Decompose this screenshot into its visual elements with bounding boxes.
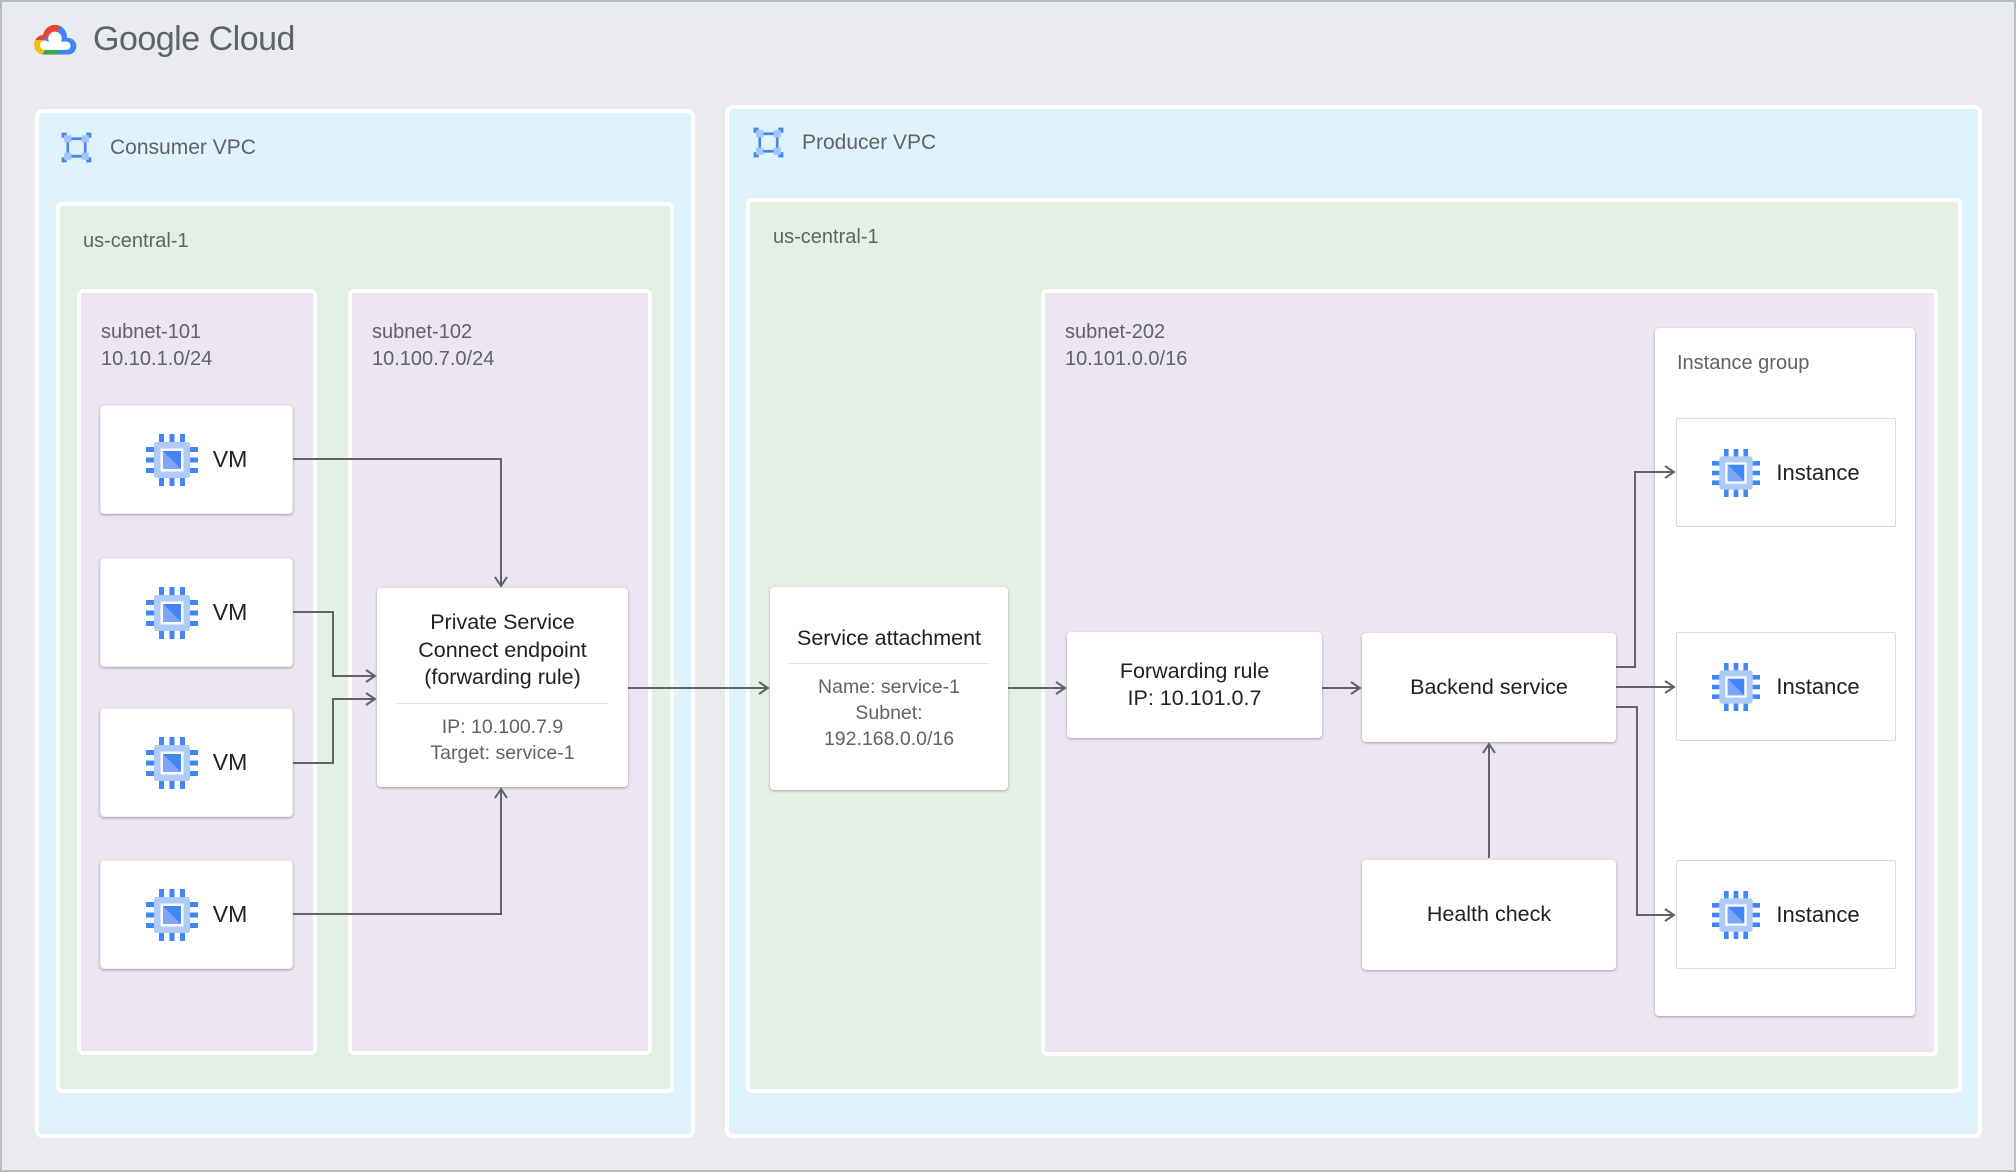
producer-vpc-label: Producer VPC	[802, 130, 937, 154]
vm-box: VM	[100, 558, 293, 667]
subnet-101-name: subnet-101	[101, 321, 202, 343]
instance-box: Instance	[1676, 418, 1896, 527]
service-attachment-title: Service attachment	[796, 625, 982, 650]
consumer-vpc-label: Consumer VPC	[110, 135, 256, 159]
consumer-vpc-header: Consumer VPC	[58, 129, 256, 166]
subnet-202-name: subnet-202	[1065, 321, 1166, 343]
google-cloud-logo-text: Google Cloud	[93, 20, 295, 58]
health-check-box: Health check	[1362, 860, 1616, 970]
instance-group-box: Instance group Instance Instance Instanc…	[1655, 328, 1915, 1016]
service-attachment-details: Name: service-1 Subnet: 192.168.0.0/16	[818, 676, 960, 751]
instance-group-label: Instance group	[1677, 352, 1810, 374]
compute-engine-icon	[1712, 448, 1761, 497]
instance-box: Instance	[1676, 632, 1896, 741]
subnet-202: subnet-202 10.101.0.0/16 Forwarding rule…	[1041, 289, 1938, 1056]
google-cloud-logo: Google Cloud	[30, 20, 295, 59]
consumer-region-label: us-central-1	[83, 230, 189, 252]
psc-endpoint-box: Private Service Connect endpoint (forwar…	[377, 588, 628, 787]
vm-box: VM	[100, 860, 293, 969]
subnet-102: subnet-102 10.100.7.0/24 Private Service…	[348, 289, 652, 1055]
consumer-region: us-central-1 subnet-101 10.10.1.0/24 VM …	[56, 202, 674, 1093]
psc-endpoint-title: Private Service Connect endpoint (forwar…	[418, 610, 587, 690]
subnet-102-cidr: 10.100.7.0/24	[372, 348, 495, 370]
service-attachment-box: Service attachment Name: service-1 Subne…	[770, 587, 1008, 790]
producer-vpc-header: Producer VPC	[750, 124, 936, 161]
instance-label: Instance	[1776, 459, 1860, 485]
psc-endpoint-details: IP: 10.100.7.9 Target: service-1	[430, 715, 575, 764]
forwarding-rule-title: Forwarding rule IP: 10.101.0.7	[1119, 658, 1270, 711]
subnet-102-name: subnet-102	[372, 321, 473, 343]
subnet-101: subnet-101 10.10.1.0/24 VM VM VM V	[77, 289, 317, 1055]
subnet-101-label: subnet-101 10.10.1.0/24	[101, 319, 212, 373]
producer-vpc-container: Producer VPC us-central-1 Service attach…	[725, 105, 1982, 1138]
subnet-102-label: subnet-102 10.100.7.0/24	[372, 319, 494, 373]
subnet-202-label: subnet-202 10.101.0.0/16	[1065, 319, 1187, 373]
divider	[397, 702, 608, 704]
backend-service-box: Backend service	[1362, 633, 1616, 742]
producer-region: us-central-1 Service attachment Name: se…	[746, 198, 1962, 1093]
vpc-network-icon	[60, 131, 93, 164]
compute-engine-icon	[145, 736, 198, 789]
vm-box: VM	[100, 405, 293, 514]
vm-label: VM	[212, 599, 248, 625]
vpc-network-icon	[752, 126, 785, 159]
health-check-title: Health check	[1426, 902, 1552, 927]
subnet-202-cidr: 10.101.0.0/16	[1065, 348, 1188, 370]
instance-label: Instance	[1776, 673, 1860, 699]
vm-label: VM	[212, 446, 248, 472]
instance-label: Instance	[1776, 901, 1860, 927]
divider	[789, 663, 989, 665]
vm-box: VM	[100, 708, 293, 817]
vm-label: VM	[212, 749, 248, 775]
producer-region-label: us-central-1	[773, 226, 879, 248]
compute-engine-icon	[145, 888, 198, 941]
instance-box: Instance	[1676, 860, 1896, 969]
forwarding-rule-box: Forwarding rule IP: 10.101.0.7	[1067, 632, 1322, 738]
google-cloud-icon	[30, 21, 80, 59]
compute-engine-icon	[1712, 890, 1761, 939]
consumer-vpc-container: Consumer VPC us-central-1 subnet-101 10.…	[35, 109, 695, 1138]
compute-engine-icon	[1712, 662, 1761, 711]
backend-service-title: Backend service	[1410, 674, 1568, 699]
compute-engine-icon	[145, 586, 198, 639]
vm-label: VM	[212, 901, 248, 927]
subnet-101-cidr: 10.10.1.0/24	[101, 348, 213, 370]
compute-engine-icon	[145, 433, 198, 486]
